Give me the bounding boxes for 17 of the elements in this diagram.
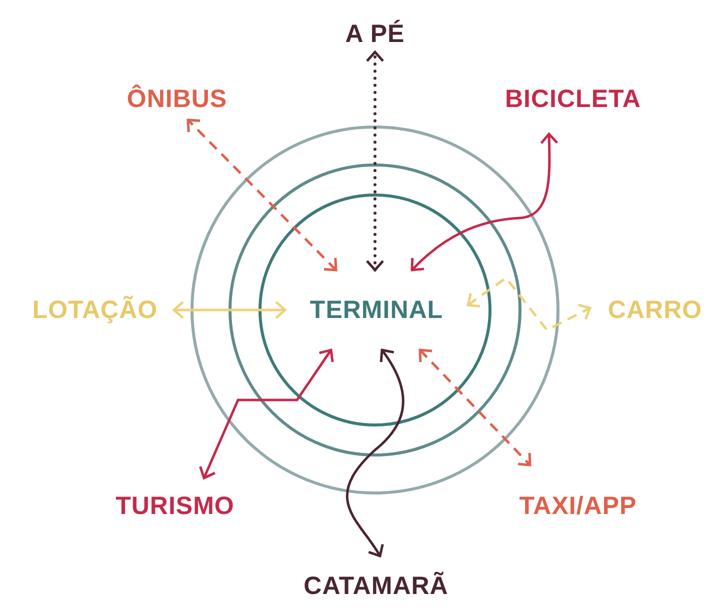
transport-mode-label: BICICLETA — [505, 84, 641, 114]
transport-mode-label: CARRO — [608, 296, 702, 324]
arrow — [466, 276, 592, 332]
arrow — [410, 132, 558, 272]
transport-mode-label: LOTAÇÃO — [32, 296, 158, 324]
transport-mode-label: A PÉ — [345, 20, 405, 48]
arrow — [199, 348, 334, 480]
arrow — [366, 50, 384, 272]
arrow — [186, 118, 338, 272]
hub-label: TERMINAL — [310, 296, 444, 324]
transport-mode-label: TURISMO — [116, 492, 234, 520]
arrow — [346, 348, 404, 558]
transport-mode-label: CATAMARÃ — [304, 572, 448, 600]
transport-mode-label: ÔNIBUS — [126, 84, 228, 114]
arrow — [418, 348, 532, 466]
transport-mode-label: TAXI/APP — [519, 492, 637, 520]
arrow — [172, 300, 286, 320]
